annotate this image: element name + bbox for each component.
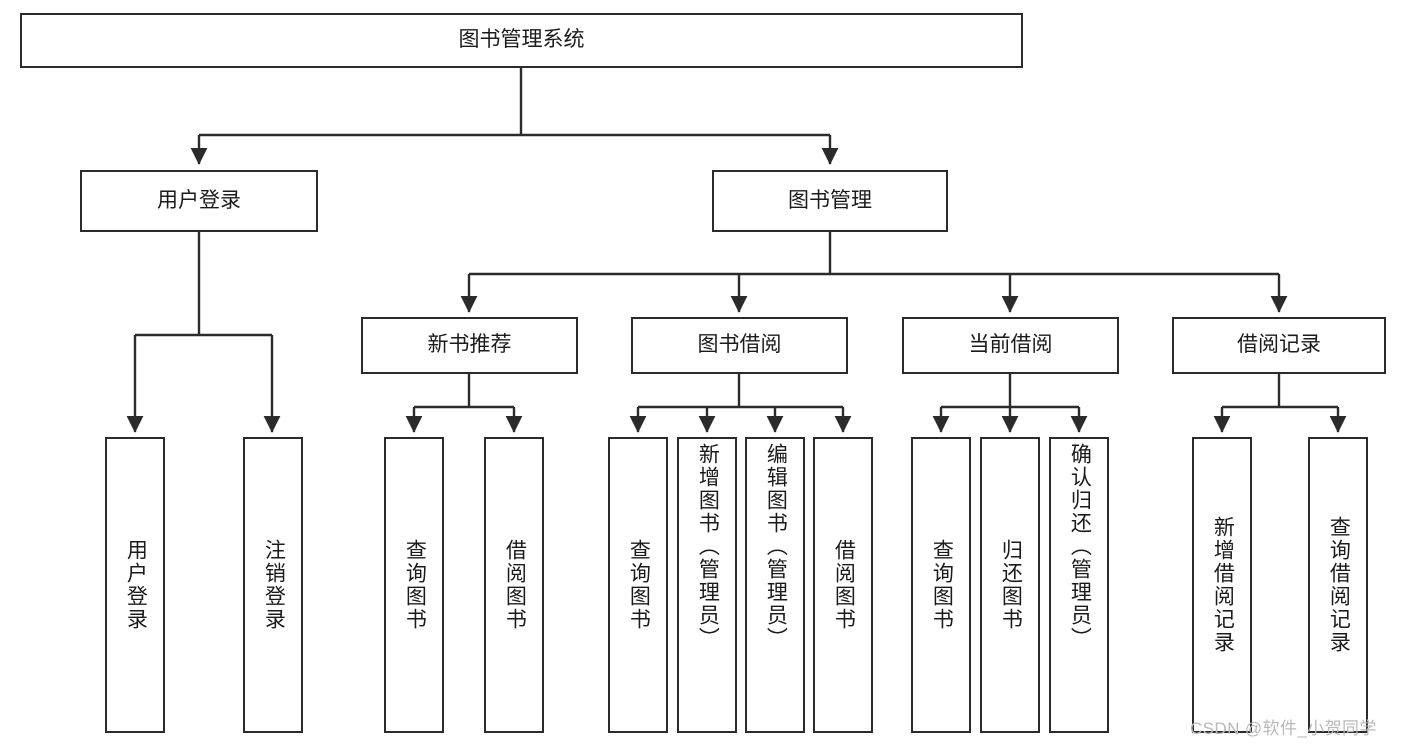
- node-leaf-query-book-3[interactable]: 查询图书: [911, 437, 971, 733]
- node-label: 查询图书: [403, 539, 427, 631]
- node-label: 归还图书: [999, 539, 1023, 631]
- node-leaf-query-book-1[interactable]: 查询图书: [384, 437, 444, 733]
- node-book-manage[interactable]: 图书管理: [712, 170, 948, 232]
- node-label: 用户登录: [124, 539, 148, 631]
- node-new-book-recommend[interactable]: 新书推荐: [361, 317, 578, 374]
- node-label: 编辑图书（管理员）: [764, 443, 788, 650]
- node-label: 图书管理: [788, 188, 872, 212]
- node-label: 图书借阅: [697, 333, 782, 357]
- node-leaf-edit-book[interactable]: 编辑图书（管理员）: [745, 437, 805, 733]
- node-borrow-record[interactable]: 借阅记录: [1172, 317, 1386, 374]
- node-leaf-user-login[interactable]: 用户登录: [105, 437, 165, 733]
- node-label: 新增借阅记录: [1211, 516, 1235, 654]
- node-leaf-query-record[interactable]: 查询借阅记录: [1308, 437, 1368, 733]
- node-book-borrow[interactable]: 图书借阅: [631, 317, 848, 374]
- node-label: 当前借阅: [968, 333, 1053, 357]
- node-label: 借阅图书: [503, 539, 527, 631]
- node-current-borrow[interactable]: 当前借阅: [902, 317, 1119, 374]
- node-label: 注销登录: [262, 539, 286, 631]
- node-root-system[interactable]: 图书管理系统: [20, 13, 1023, 68]
- node-label: 查询图书: [627, 539, 651, 631]
- node-leaf-borrow-book-1[interactable]: 借阅图书: [484, 437, 544, 733]
- node-label: 查询借阅记录: [1327, 516, 1351, 654]
- node-leaf-query-book-2[interactable]: 查询图书: [608, 437, 668, 733]
- node-label: 图书管理系统: [458, 28, 585, 52]
- watermark-text: CSDN @软件_小贺同学: [1190, 719, 1377, 738]
- node-label: 用户登录: [157, 188, 241, 212]
- node-label: 确认归还（管理员）: [1068, 443, 1092, 650]
- node-leaf-add-book[interactable]: 新增图书（管理员）: [677, 437, 737, 733]
- node-leaf-confirm-return[interactable]: 确认归还（管理员）: [1049, 437, 1109, 733]
- node-leaf-return-book[interactable]: 归还图书: [980, 437, 1040, 733]
- node-label: 新书推荐: [427, 333, 512, 357]
- node-label: 借阅记录: [1237, 333, 1321, 357]
- node-label: 查询图书: [930, 539, 954, 631]
- node-leaf-logout[interactable]: 注销登录: [243, 437, 303, 733]
- node-leaf-borrow-book-2[interactable]: 借阅图书: [813, 437, 873, 733]
- node-label: 借阅图书: [832, 539, 856, 631]
- node-user-login[interactable]: 用户登录: [80, 170, 318, 232]
- node-leaf-add-record[interactable]: 新增借阅记录: [1192, 437, 1252, 733]
- node-label: 新增图书（管理员）: [696, 443, 720, 650]
